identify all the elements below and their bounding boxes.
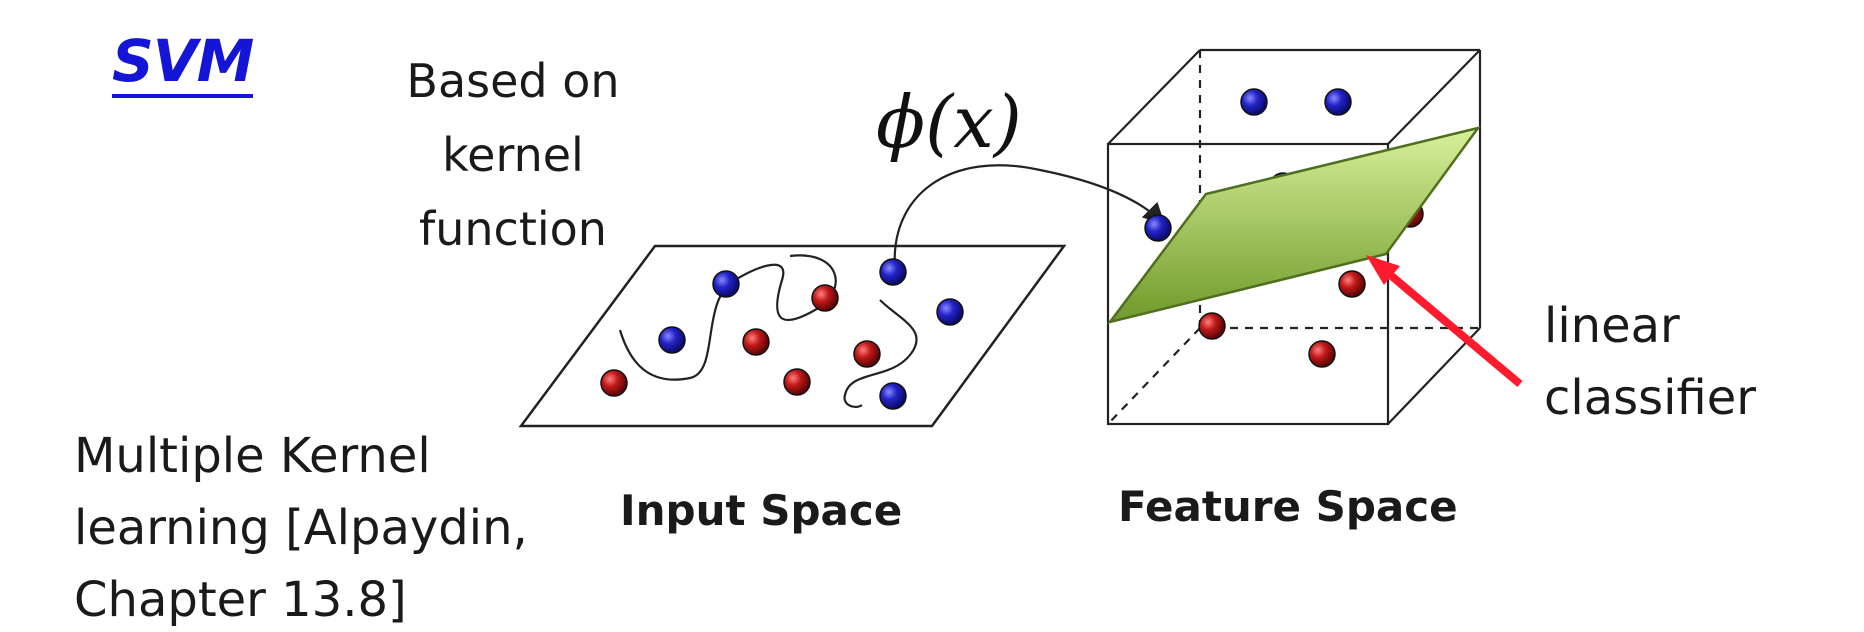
- input-blue-point: [879, 382, 907, 410]
- input-space-points: [600, 258, 964, 410]
- feature-red-point: [1338, 270, 1366, 298]
- input-blue-point: [936, 298, 964, 326]
- mkl-note: Multiple Kernel learning [Alpaydin, Chap…: [74, 420, 528, 632]
- separating-hyperplane: [1106, 125, 1482, 325]
- feature-blue-point: [1324, 88, 1352, 116]
- classifier-pointer-arrowhead: [1366, 255, 1400, 285]
- classifier-label-line: linear: [1544, 298, 1680, 354]
- input-red-point: [811, 284, 839, 312]
- classifier-label-line: classifier: [1544, 370, 1756, 426]
- input-red-point: [853, 340, 881, 368]
- feature-points-front: [1144, 214, 1366, 368]
- mapping-arrow: [893, 164, 1166, 269]
- phi-mapping-label: ϕ(x): [876, 80, 1022, 164]
- kernel-note: Based on kernel function: [378, 44, 648, 266]
- feature-red-point: [1198, 312, 1226, 340]
- input-blue-point: [658, 326, 686, 354]
- mkl-note-line: Multiple Kernel: [74, 428, 431, 484]
- classifier-pointer-arrow-shaft: [1379, 264, 1523, 388]
- input-red-point: [600, 369, 628, 397]
- kernel-note-line: Based on: [406, 54, 620, 108]
- input-red-point: [783, 368, 811, 396]
- input-space-plane: [518, 244, 1067, 428]
- mkl-note-line: learning [Alpaydin,: [74, 500, 528, 556]
- feature-blue-point: [1144, 214, 1172, 242]
- input-red-point: [742, 328, 770, 356]
- kernel-note-line: kernel: [442, 128, 584, 182]
- feature-blue-point: [1240, 88, 1268, 116]
- kernel-note-line: function: [419, 202, 607, 256]
- input-blue-point: [712, 270, 740, 298]
- input-blue-point: [879, 258, 907, 286]
- linear-classifier-label: linear classifier: [1544, 290, 1756, 434]
- feature-red-point: [1308, 340, 1336, 368]
- slide-title[interactable]: SVM: [112, 28, 254, 98]
- mkl-note-line: Chapter 13.8]: [74, 572, 407, 628]
- feature-space-label: Feature Space: [1118, 482, 1458, 531]
- input-space-label: Input Space: [620, 486, 903, 535]
